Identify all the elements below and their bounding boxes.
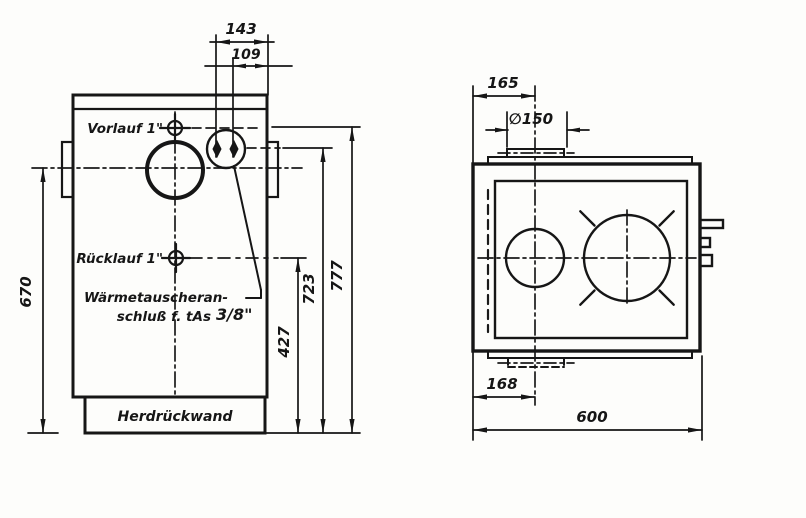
rear-top-arrows bbox=[216, 39, 268, 69]
dim-168: 168 bbox=[486, 375, 517, 393]
dim-600: 600 bbox=[576, 408, 607, 426]
herdrueckwand-label: Herdrückwand bbox=[118, 409, 234, 425]
hotplate-circle bbox=[579, 210, 675, 306]
ruecklauf-connection-crosshair bbox=[160, 242, 192, 274]
dim-109: 109 bbox=[231, 47, 260, 63]
rear-vertical-dims bbox=[27, 126, 361, 434]
dim-723: 723 bbox=[300, 273, 318, 304]
flue-hole-circle bbox=[504, 227, 566, 289]
top-view-arrows bbox=[473, 93, 702, 433]
rear-view: Vorlauf 1" Rücklauf 1" Wärmetauscheran- … bbox=[17, 20, 361, 435]
door-handle bbox=[698, 218, 725, 230]
leader-line bbox=[233, 165, 262, 299]
dim-150: ∅150 bbox=[509, 110, 553, 128]
rear-vertical-arrows bbox=[40, 127, 355, 433]
hinge-tab-upper bbox=[698, 236, 712, 249]
dim-143: 143 bbox=[225, 20, 256, 38]
side-fittings bbox=[698, 218, 725, 268]
hinge-tab-lower bbox=[698, 253, 714, 268]
waermetauscher-size-label: 3/8" bbox=[216, 305, 252, 324]
bottom-plate-edge bbox=[487, 350, 693, 359]
dim-777: 777 bbox=[328, 260, 346, 292]
herdrueckwand-box bbox=[83, 395, 267, 435]
cooker-inner-plate bbox=[493, 179, 689, 340]
dim-427: 427 bbox=[275, 326, 293, 359]
flue-collar bbox=[506, 148, 565, 158]
stove-body-outline bbox=[60, 93, 280, 435]
ruecklauf-label: Rücklauf 1" bbox=[76, 251, 163, 267]
vorlauf-label: Vorlauf 1" bbox=[87, 121, 163, 137]
bottom-collar bbox=[507, 357, 565, 368]
stove-body bbox=[71, 93, 269, 399]
left-side-bracket bbox=[60, 140, 75, 199]
right-side-bracket bbox=[265, 140, 280, 199]
dim-670: 670 bbox=[17, 276, 35, 307]
dim-165: 165 bbox=[487, 74, 518, 92]
waermetauscher-label-line2: schluß f. tAs bbox=[117, 309, 211, 325]
vorlauf-connection-crosshair bbox=[158, 112, 192, 144]
waermetauscher-label-line1: Wärmetauscheran- bbox=[84, 290, 228, 306]
top-view: 165 ∅150 168 600 bbox=[471, 74, 725, 441]
heat-exchanger-connection bbox=[205, 128, 247, 170]
top-plate-edge bbox=[487, 156, 693, 165]
